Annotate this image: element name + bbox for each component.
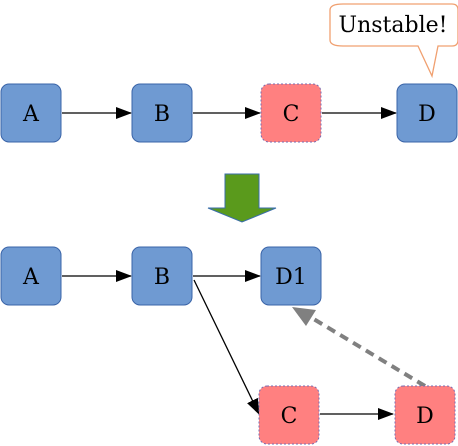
bottom-edges — [62, 270, 427, 420]
node-label: D — [418, 102, 436, 127]
node-label: B — [154, 265, 170, 290]
node-b-bottom: B — [131, 246, 193, 306]
node-d-bottom-unstable: D — [394, 385, 456, 445]
node-b-top: B — [131, 83, 193, 143]
node-label: A — [22, 265, 40, 290]
dashed-edge-arrowhead — [292, 307, 316, 326]
dashed-edge-d-d1 — [310, 316, 427, 388]
node-c-top-unstable: C — [260, 83, 322, 143]
node-a-bottom: A — [0, 246, 62, 306]
node-c-bottom-unstable: C — [258, 385, 320, 445]
node-label: D1 — [275, 265, 307, 290]
node-d-top: D — [396, 83, 458, 143]
node-label: B — [154, 102, 170, 127]
node-label: A — [22, 102, 40, 127]
edge-b-c-bottom — [193, 279, 260, 415]
node-label: C — [283, 102, 300, 127]
node-label: C — [281, 404, 298, 429]
callout-bubble: Unstable! — [329, 3, 458, 79]
node-a-top: A — [0, 83, 62, 143]
node-label: D — [416, 404, 434, 429]
transition-arrow — [207, 173, 277, 223]
callout-text: Unstable! — [339, 13, 448, 38]
node-d1-bottom: D1 — [260, 246, 322, 306]
